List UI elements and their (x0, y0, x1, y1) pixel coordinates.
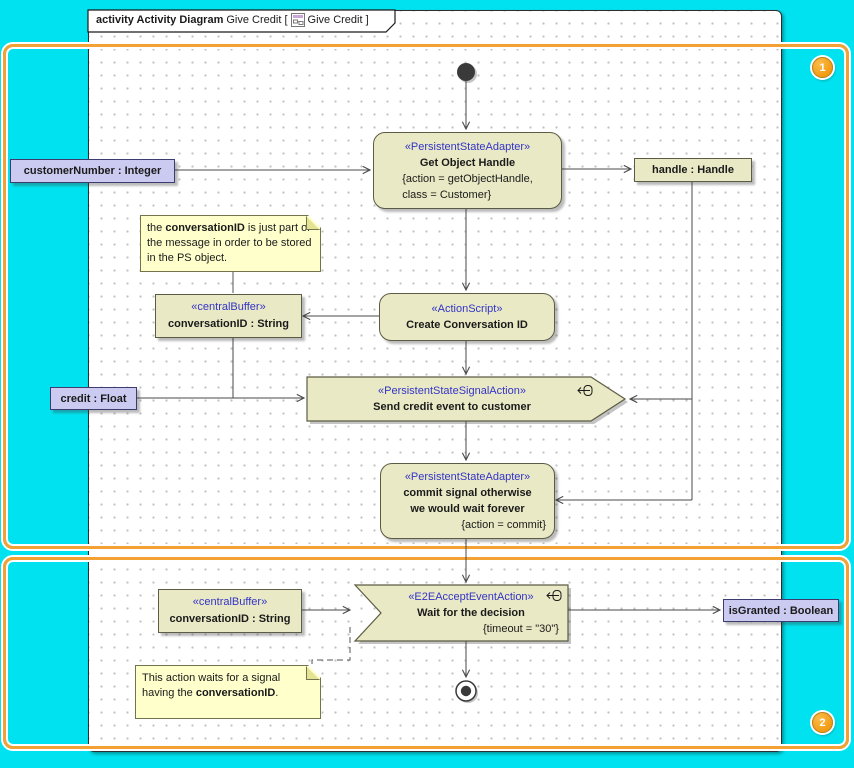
buffer-top-name: conversationID : String (167, 318, 290, 330)
handle-label: handle : Handle (652, 164, 734, 176)
action-create-conversation-id[interactable]: «ActionScript» Create Conversation ID (379, 293, 555, 341)
frame-title-pre: Give Credit [ (226, 14, 288, 26)
is-granted-label: isGranted : Boolean (728, 604, 834, 617)
get-object-handle-stereotype: «PersistentStateAdapter» (404, 140, 531, 153)
activity-diagram-frame[interactable] (88, 10, 782, 752)
customer-number-label: customerNumber : Integer (23, 165, 162, 177)
send-signal-icon[interactable] (576, 383, 594, 398)
commit-stereotype: «PersistentStateAdapter» (404, 471, 531, 483)
note-top-text-pre: the (147, 222, 166, 234)
note-wait-signal[interactable]: This action waits for a signal having th… (135, 665, 321, 719)
central-buffer-bottom[interactable]: «centralBuffer» conversationID : String (158, 589, 302, 633)
commit-name-line2: we would wait forever (410, 503, 525, 515)
create-conversation-stereotype: «ActionScript» (431, 303, 503, 315)
note-bottom-text-bold: conversationID (195, 687, 276, 699)
frame-title-keyword: activity Activity Diagram (96, 14, 224, 26)
get-object-handle-prop-1: {action = getObjectHandle, (402, 172, 533, 185)
diagram-icon (290, 13, 305, 27)
central-buffer-top[interactable]: «centralBuffer» conversationID : String (155, 294, 302, 338)
note-top-text-post: is just part of the message in order to … (147, 222, 312, 264)
note-bottom-text-post: . (275, 687, 279, 699)
callout-badge-2: 2 (812, 712, 833, 733)
action-get-object-handle[interactable]: «PersistentStateAdapter» Get Object Hand… (373, 132, 562, 209)
frame-title-post: Give Credit ] (307, 14, 369, 26)
accept-event-icon[interactable] (545, 588, 563, 603)
credit-label: credit : Float (60, 392, 127, 405)
get-object-handle-prop-2: class = Customer} (402, 188, 492, 201)
badge-2-label: 2 (819, 716, 826, 729)
note-top-text-bold: conversationID (165, 222, 245, 234)
get-object-handle-name: Get Object Handle (419, 156, 516, 169)
buffer-top-stereotype: «centralBuffer» (191, 301, 266, 313)
object-node-is-granted[interactable]: isGranted : Boolean (723, 599, 839, 622)
note-conversation-id[interactable]: the conversationID is just part of the m… (140, 215, 321, 272)
buffer-bottom-name: conversationID : String (169, 613, 291, 625)
note-bottom-text-pre: This action waits for a signal having th… (142, 672, 281, 699)
object-node-credit[interactable]: credit : Float (50, 387, 137, 410)
object-node-customer-number[interactable]: customerNumber : Integer (10, 159, 175, 183)
commit-prop: {action = commit} (461, 519, 546, 531)
action-commit-signal[interactable]: «PersistentStateAdapter» commit signal o… (380, 463, 555, 539)
create-conversation-name: Create Conversation ID (406, 319, 528, 331)
object-node-handle[interactable]: handle : Handle (634, 158, 752, 182)
badge-1-label: 1 (819, 61, 826, 74)
callout-badge-1: 1 (812, 57, 833, 78)
frame-title: activity Activity Diagram Give Credit [ … (96, 13, 369, 27)
commit-name-line1: commit signal otherwise (403, 487, 532, 499)
buffer-bottom-stereotype: «centralBuffer» (192, 596, 268, 608)
